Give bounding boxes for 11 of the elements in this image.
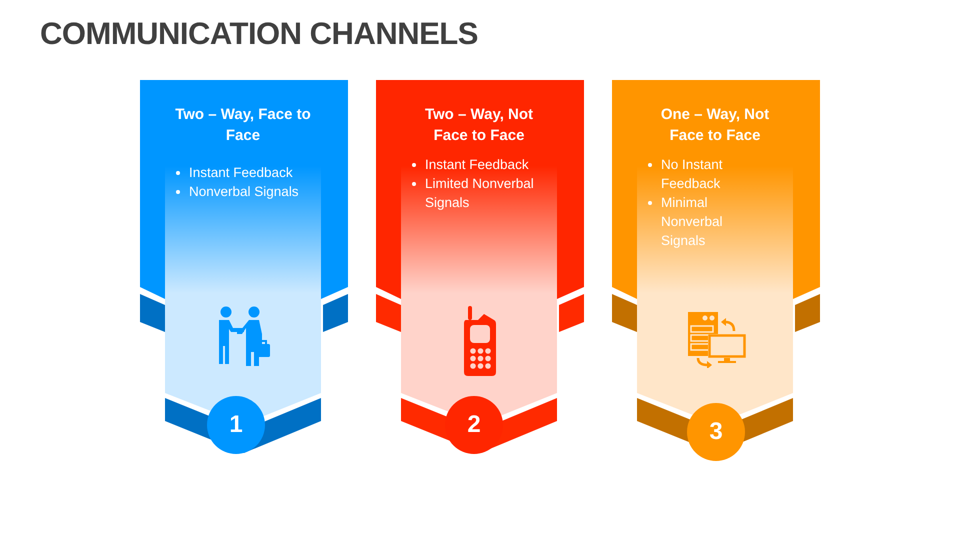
bullet-text: Instant Feedback bbox=[173, 163, 323, 182]
panel-heading: Two – Way, Not Face to Face bbox=[424, 105, 534, 146]
bullet-text: No Instant Feedback bbox=[645, 155, 769, 193]
slide-title: COMMUNICATION CHANNELS bbox=[40, 16, 478, 52]
bullet-text: Nonverbal Signals bbox=[173, 182, 323, 201]
panel-heading: Two – Way, Face to Face bbox=[174, 105, 312, 146]
bullet-text: Instant Feedback bbox=[409, 155, 559, 174]
panel-heading: One – Way, Not Face to Face bbox=[660, 105, 770, 146]
number-circle: 3 bbox=[687, 403, 745, 461]
bullet-text: Minimal Nonverbal Signals bbox=[645, 193, 769, 250]
bullet-text: Limited Nonverbal Signals bbox=[409, 174, 559, 212]
